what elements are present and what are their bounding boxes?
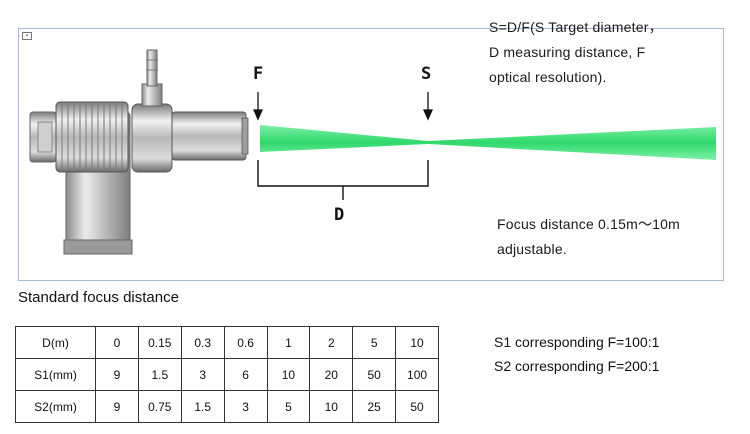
table-cell: 25: [352, 390, 397, 423]
f-label: F: [253, 64, 264, 84]
image-placeholder-icon: ▪: [22, 32, 32, 40]
table-cell: 3: [180, 358, 225, 391]
f-arrow: [252, 92, 264, 121]
table-cell: 20: [309, 358, 354, 391]
s-arrow: [422, 92, 434, 121]
formula-line-2: D measuring distance, F: [489, 44, 646, 60]
knurl-lines: [61, 104, 123, 170]
pyrometer-device: [29, 49, 249, 255]
table-cell: 1.5: [137, 358, 182, 391]
s2-note: S2 corresponding F=200:1: [494, 358, 660, 374]
table-cell: 3: [223, 390, 268, 423]
focus-line-2: adjustable.: [497, 241, 567, 257]
formula-line-1: S=D/F(S Target diameter，: [489, 19, 663, 35]
device-fitting-barb: [146, 49, 158, 87]
device-bracket-foot: [63, 239, 133, 255]
table-cell: 10: [309, 390, 354, 423]
device-clamp: [131, 103, 173, 173]
formula-text: S=D/F(S Target diameter， D measuring dis…: [489, 15, 744, 90]
d-label: D: [334, 205, 345, 225]
table-row: S1(mm) 9 1.5 3 6 10 20 50 100: [15, 358, 439, 391]
device-fitting-base: [141, 83, 163, 107]
s-label: S: [421, 64, 432, 84]
table-cell: 6: [223, 358, 268, 391]
resolution-notes: S1 corresponding F=100:1 S2 correspondin…: [494, 330, 659, 378]
pyrometer-diagram: [29, 49, 716, 255]
measurement-beam: [260, 125, 716, 160]
table-cell: 0.15: [137, 326, 182, 359]
table-title: Standard focus distance: [18, 289, 179, 306]
table-cell: 0.3: [180, 326, 225, 359]
focus-line-1: Focus distance 0.15m～10m: [497, 216, 680, 232]
table-cell: 1: [266, 326, 311, 359]
formula-line-3: optical resolution).: [489, 69, 607, 85]
device-lens-tube: [171, 111, 247, 161]
focus-distance-table: D(m) 0 0.15 0.3 0.6 1 2 5 10 S1(mm) 9 1.…: [15, 326, 439, 423]
table-cell: 9: [95, 358, 139, 391]
table-cell: 10: [395, 326, 439, 359]
device-connector-tip: [37, 121, 53, 153]
table-cell: 0: [95, 326, 139, 359]
table-cell: 2: [309, 326, 354, 359]
table-cell: 0.75: [137, 390, 182, 423]
table-cell: 5: [352, 326, 397, 359]
table-cell: 0.6: [223, 326, 268, 359]
row-header: D(m): [15, 326, 96, 359]
table-row: D(m) 0 0.15 0.3 0.6 1 2 5 10: [15, 326, 439, 359]
device-lens-face: [241, 117, 249, 155]
distance-bracket: [257, 160, 429, 200]
table-cell: 50: [352, 358, 397, 391]
row-header: S1(mm): [15, 358, 96, 391]
table-cell: 5: [266, 390, 311, 423]
table-cell: 10: [266, 358, 311, 391]
s1-note: S1 corresponding F=100:1: [494, 334, 660, 350]
table-cell: 50: [395, 390, 439, 423]
focus-distance-text: Focus distance 0.15m～10m adjustable.: [497, 212, 727, 262]
row-header: S2(mm): [15, 390, 96, 423]
table-cell: 100: [395, 358, 439, 391]
table-row: S2(mm) 9 0.75 1.5 3 5 10 25 50: [15, 390, 439, 423]
table-cell: 9: [95, 390, 139, 423]
table-cell: 1.5: [180, 390, 225, 423]
diagram-frame: [18, 28, 724, 281]
